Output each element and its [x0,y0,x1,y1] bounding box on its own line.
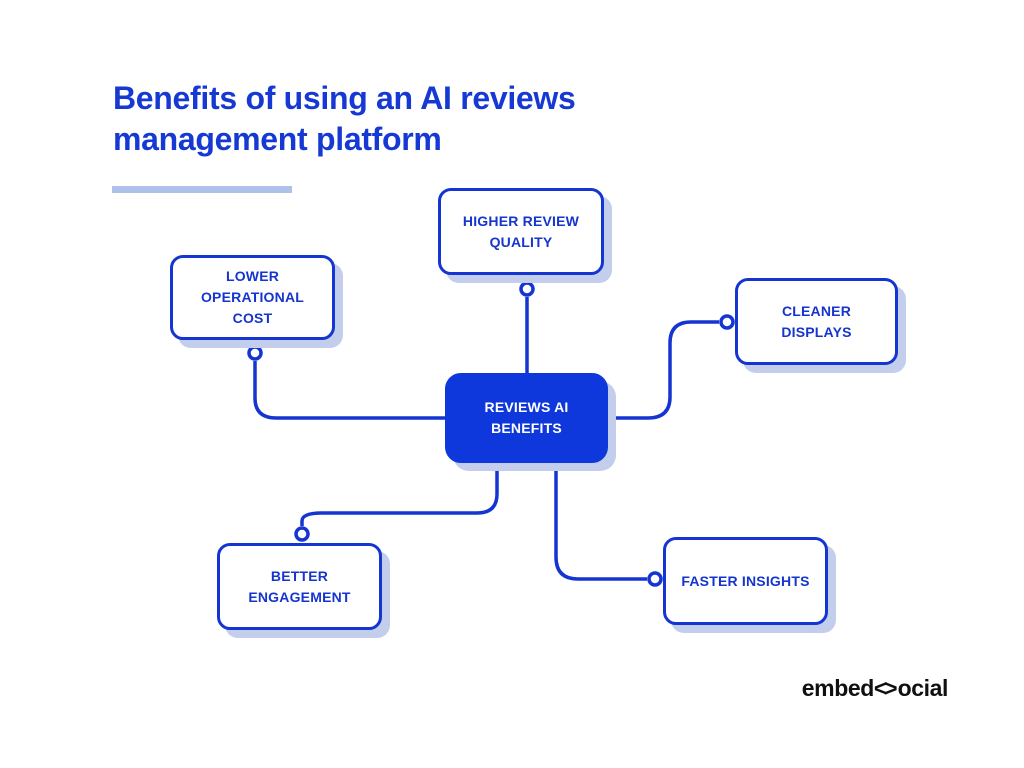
node-cleaner-displays: CLEANER DISPLAYS [735,278,898,365]
connector-dot-left [247,345,263,361]
node-better-engagement: BETTER ENGAGEMENT [217,543,382,630]
connector-center-to-bottom-right [554,463,647,581]
node-lower-operational-cost: LOWER OPERATIONAL COST [170,255,335,340]
logo-word-end: ocial [897,675,949,701]
connector-center-to-right [608,320,719,420]
embedsocial-logo: embed<>ocial [801,675,949,702]
page-title: Benefits of using an AI reviews manageme… [113,78,576,160]
title-underline-bar [112,186,292,193]
node-label: BETTER ENGAGEMENT [248,567,351,605]
connector-dot-bottom-right [647,571,663,587]
page-title-line1: Benefits of using an AI reviews [113,80,576,116]
node-label: FASTER INSIGHTS [681,572,810,589]
node-label: LOWER OPERATIONAL COST [200,268,305,326]
node-label: CLEANER DISPLAYS [781,302,852,340]
node-faster-insights: FASTER INSIGHTS [663,537,828,625]
page-title-line2: management platform [113,121,442,157]
connector-dot-right [719,314,735,330]
logo-word-start: embed [801,675,875,701]
node-label: REVIEWS AI BENEFITS [484,399,569,436]
node-higher-review-quality: HIGHER REVIEW QUALITY [438,188,604,275]
node-reviews-ai-benefits: REVIEWS AI BENEFITS [445,373,608,463]
connector-dot-top [519,281,535,297]
connector-center-to-bottom-left [300,463,499,526]
chevrons-mark-icon: <> [873,675,898,701]
connector-center-to-left [253,361,445,420]
node-label: HIGHER REVIEW QUALITY [462,212,580,250]
connector-dot-bottom-left [294,526,310,542]
